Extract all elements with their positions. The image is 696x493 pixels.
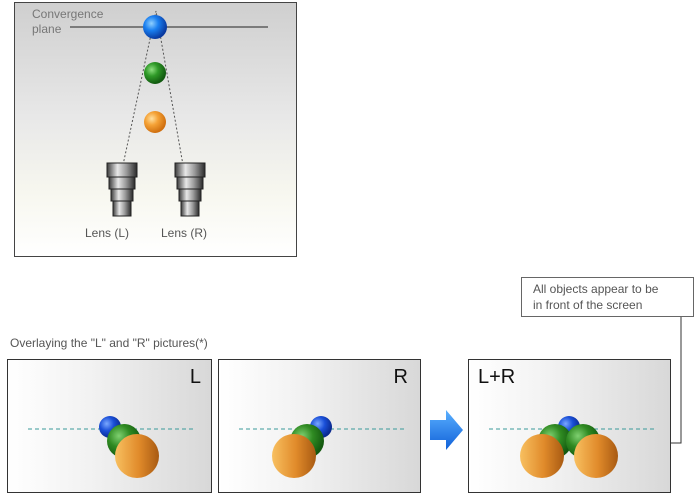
lens-right-label: Lens (R)	[161, 226, 208, 240]
lens-left-label: Lens (L)	[85, 226, 130, 240]
green-ball	[144, 62, 166, 84]
camera-setup-panel: Convergence plane Lens (L) Lens (R)	[14, 2, 297, 257]
lens-right-icon	[174, 162, 206, 217]
orange-ball-right	[574, 434, 618, 478]
left-picture-label: L	[189, 366, 201, 388]
camera-setup-drawing	[70, 10, 268, 217]
convergence-plane-label: Convergence plane	[32, 7, 103, 37]
blue-ball	[143, 15, 167, 39]
combined-picture-drawing	[489, 416, 655, 478]
orange-ball-left	[520, 434, 564, 478]
left-picture: L	[7, 359, 212, 493]
note-box: All objects appear to be in front of the…	[521, 277, 694, 317]
orange-ball	[115, 434, 159, 478]
convergence-label-line-1: Convergence	[32, 7, 104, 21]
right-picture-label: R	[393, 366, 408, 388]
left-picture-drawing	[28, 416, 194, 478]
combined-picture-label: L+R	[478, 366, 516, 388]
lens-left-icon	[106, 162, 138, 217]
orange-ball	[144, 111, 166, 133]
overlay-title: Overlaying the "L" and "R" pictures(*)	[10, 336, 208, 350]
note-line-2: in front of the screen	[533, 298, 643, 312]
right-picture-drawing	[239, 416, 405, 478]
note-line-1: All objects appear to be	[533, 282, 659, 296]
convergence-label-line-2: plane	[32, 22, 62, 36]
right-picture: R	[218, 359, 421, 493]
combined-picture: L+R	[468, 359, 671, 493]
orange-ball	[272, 434, 316, 478]
